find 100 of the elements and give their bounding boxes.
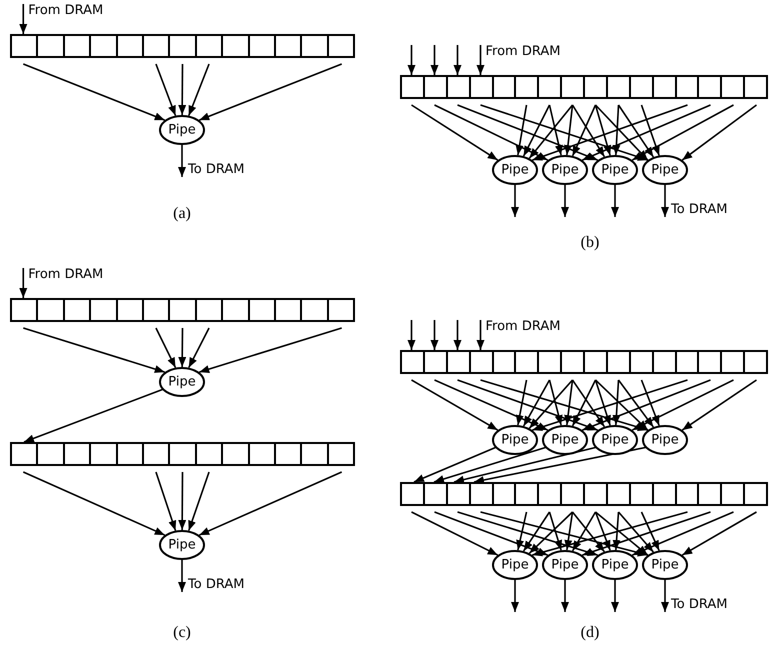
arrow [594,379,648,431]
arrow [22,471,166,536]
arrow [434,446,546,483]
arrow [528,511,574,554]
arrow [594,104,648,161]
arrow [511,580,519,612]
pipe-ellipse [159,530,205,560]
arrow [155,472,176,531]
arrow [198,471,342,536]
arrow [682,511,757,556]
arrow [532,511,688,556]
arrow [632,379,734,431]
node-label: Pipe [600,558,630,572]
pipe-ellipse [642,155,688,185]
pipe-ellipse [159,367,205,397]
pipe-ellipse [592,550,638,580]
arrow [454,446,596,484]
arrow [612,380,620,426]
arrow [454,320,462,350]
arrow [516,104,528,156]
arrow [528,104,574,159]
pipe-ellipse [542,425,588,455]
arrow [178,472,186,530]
arrow [178,560,186,592]
arrow [582,511,711,556]
arrow [430,45,438,75]
arrow [476,320,484,350]
arrow [457,104,598,161]
arrow [528,379,574,429]
node-label: Pipe [500,432,530,448]
arrow [188,472,210,531]
arrow [178,328,186,367]
arrow [564,512,574,550]
arrow [155,64,176,116]
arrow [522,380,550,426]
buffer-row [400,482,768,506]
arrow [618,511,654,553]
pipe-ellipse [492,425,538,455]
arrow [632,104,734,161]
pipe-ellipse [592,155,638,185]
pipe-ellipse [642,425,688,455]
caption-label: (c) [173,624,191,642]
arrow [457,379,598,431]
arrow [682,379,757,431]
pipe-ellipse [492,155,538,185]
arrow [618,104,654,158]
arrow [22,63,166,121]
arrow [661,580,669,612]
caption-label: (a) [173,205,191,223]
arrow [532,379,688,431]
arrow [618,380,654,428]
arrow [155,328,176,368]
arrow [612,512,621,550]
arrow [23,327,165,373]
caption-label: (d) [580,624,600,642]
pipe-ellipse [642,550,688,580]
pipe-ellipse [542,155,588,185]
arrow [434,511,548,556]
arrow [611,185,619,217]
pipe-ellipse [492,550,538,580]
arrow [199,327,342,373]
arrow [19,4,28,34]
node-label: Pipe [550,558,580,572]
node-label: Pipe [167,122,197,138]
arrow [408,45,416,75]
arrow [572,512,596,552]
pipe-ellipse [592,425,638,455]
node-label: Pipe [650,162,680,178]
pipe-ellipse [542,550,588,580]
arrow [640,380,660,426]
arrow [572,104,596,156]
arrow [516,380,528,426]
arrow [572,380,606,428]
arrow [595,511,648,556]
arrow [480,379,648,432]
arrow [522,104,550,156]
node-label: Pipe [500,162,530,178]
arrow [582,379,711,431]
arrow [408,320,416,350]
arrow [434,104,548,161]
arrow [594,104,612,156]
arrow [594,512,611,551]
arrow [611,580,619,612]
arrow [434,379,548,431]
node-label: Pipe [650,558,680,572]
arrow [19,268,28,298]
arrow [561,185,569,217]
arrow [564,380,574,426]
buffer-row [10,442,355,466]
arrow [582,104,711,161]
pipe-ellipse [159,115,205,145]
arrow [411,379,498,431]
arrow [454,45,462,75]
arrow [572,104,606,158]
caption-label: (b) [580,234,600,252]
node-label: Pipe [500,558,530,572]
arrow [24,388,163,443]
arrow [178,64,186,115]
arrow [411,104,498,161]
arrow [430,320,438,350]
